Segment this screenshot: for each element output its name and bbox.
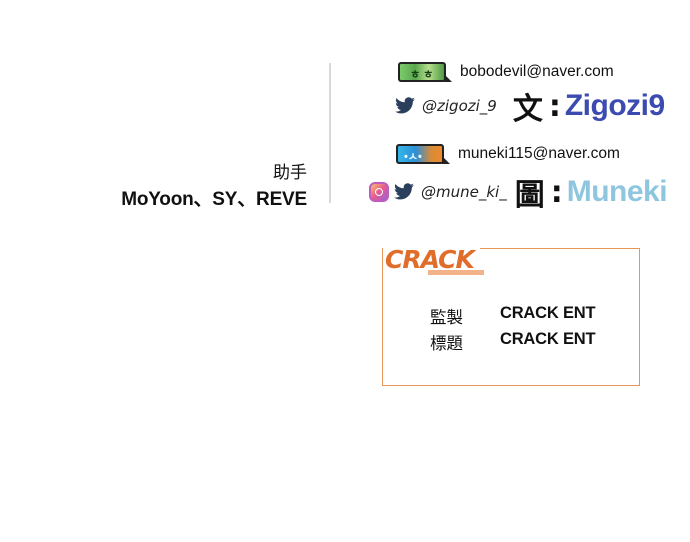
credit-value: CRACK ENT — [500, 330, 596, 348]
writer-credit-row: @zigozi_9 文 : Zigozi9 — [394, 86, 665, 127]
vertical-divider — [329, 63, 331, 203]
credit-row-supervisor: 監製 CRACK ENT — [430, 304, 596, 328]
email-bubble-icon: •ㅅ• — [396, 144, 450, 164]
credit-value: CRACK ENT — [500, 304, 596, 322]
artist-email-row: •ㅅ• muneki115@naver.com — [396, 144, 620, 164]
artist-handle[interactable]: @mune_ki_ — [421, 183, 507, 201]
writer-email-row: ㅎ ㅎ bobodevil@naver.com — [398, 62, 614, 82]
writer-colon: : — [548, 88, 561, 124]
artist-colon: : — [550, 174, 563, 210]
credit-label: 監製 — [430, 309, 463, 327]
writer-role: 文 — [512, 92, 543, 127]
artist-name: Muneki — [566, 175, 668, 208]
credit-row-title: 標題 CRACK ENT — [430, 330, 596, 354]
writer-email[interactable]: bobodevil@naver.com — [460, 63, 614, 80]
artist-email[interactable]: muneki115@naver.com — [458, 145, 620, 162]
writer-handle[interactable]: @zigozi_9 — [422, 97, 497, 115]
email-bubble-icon: ㅎ ㅎ — [398, 62, 452, 82]
twitter-icon[interactable] — [394, 97, 416, 115]
crack-logo-underline — [428, 270, 484, 275]
credit-label: 標題 — [430, 335, 463, 353]
twitter-icon[interactable] — [393, 183, 415, 201]
crack-logo: CRACK — [383, 246, 480, 274]
credits-box — [382, 248, 640, 386]
instagram-icon[interactable] — [369, 182, 389, 202]
artist-role: 圖 — [514, 178, 545, 213]
assistants-names: MoYoon、SY、REVE — [121, 189, 307, 210]
assistants-title: 助手 — [273, 163, 307, 182]
writer-name: Zigozi9 — [564, 89, 665, 122]
artist-credit-row: @mune_ki_ 圖 : Muneki — [369, 172, 668, 213]
